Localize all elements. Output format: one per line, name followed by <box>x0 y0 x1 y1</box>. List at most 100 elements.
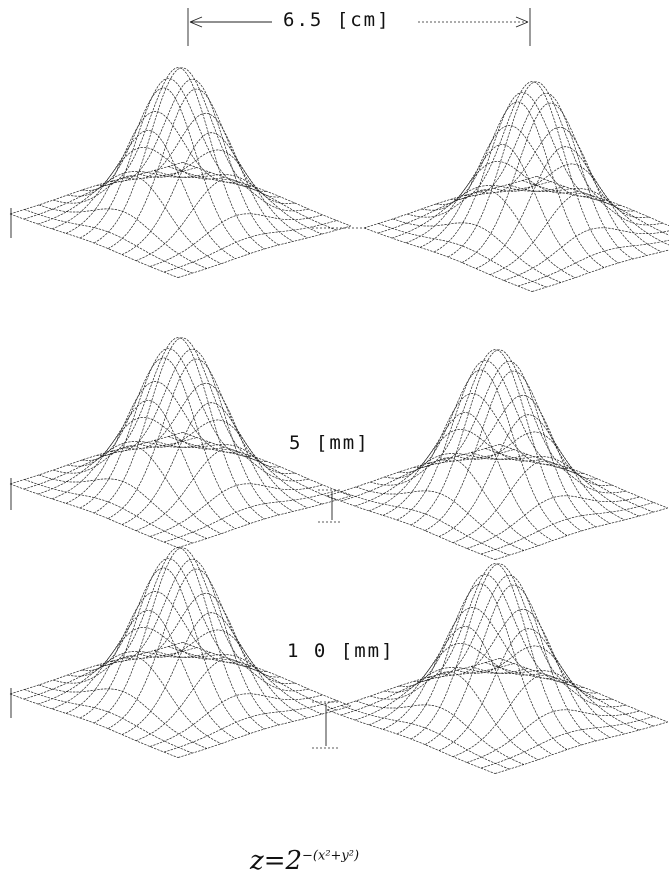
mesh-line <box>398 583 568 750</box>
mesh-line <box>81 567 251 734</box>
mesh-line <box>489 192 663 276</box>
mesh-line <box>168 166 337 231</box>
equation: z=2−(x²+y²) <box>250 846 359 876</box>
mesh-line <box>396 574 570 735</box>
mesh-line <box>391 185 565 239</box>
mesh-line <box>67 610 236 739</box>
mesh-line <box>149 693 323 747</box>
mesh-line <box>163 700 337 753</box>
mesh-line <box>79 348 253 509</box>
mesh-line <box>461 102 635 263</box>
mesh-line <box>398 369 568 536</box>
mesh-line <box>384 412 553 541</box>
arrowhead <box>189 16 203 23</box>
mesh-line <box>485 448 654 513</box>
mesh-line <box>9 431 183 485</box>
mesh-line <box>9 213 179 278</box>
surface-mesh-6 <box>326 563 668 774</box>
mesh-line <box>38 684 207 749</box>
mesh-line <box>121 132 295 255</box>
mesh-line <box>438 414 612 537</box>
mesh-line <box>121 402 295 525</box>
mesh-line <box>382 607 556 730</box>
mesh-line <box>517 239 669 287</box>
mesh-line <box>424 370 598 531</box>
mesh-line <box>38 474 207 539</box>
mesh-line <box>475 146 649 269</box>
mesh-line <box>9 161 183 215</box>
surface-mesh-4 <box>326 349 668 560</box>
mesh-line <box>163 220 337 273</box>
surface-mesh-2 <box>363 81 669 292</box>
mesh-line <box>447 81 621 258</box>
mesh-line <box>410 349 584 526</box>
separation-label: 6.5 [cm] <box>279 9 395 31</box>
mesh-line <box>396 360 570 521</box>
mesh-line <box>96 547 265 730</box>
mesh-line <box>355 486 524 551</box>
mesh-line <box>354 667 528 721</box>
mesh-line <box>79 78 253 239</box>
mesh-line <box>96 67 265 250</box>
arrowhead <box>515 16 529 23</box>
mesh-line <box>466 495 640 549</box>
mesh-line <box>93 547 267 724</box>
mesh-line <box>452 674 626 758</box>
mesh-line <box>93 67 267 244</box>
mesh-line <box>67 130 236 259</box>
mesh-line <box>494 721 668 774</box>
mesh-line <box>149 483 323 537</box>
arrowhead <box>515 21 529 28</box>
surface-mesh-3 <box>9 337 351 548</box>
mesh-line <box>405 160 579 244</box>
mesh-line <box>182 431 351 497</box>
mesh-line <box>121 612 295 735</box>
mesh-line <box>392 218 561 283</box>
mesh-line <box>480 502 654 555</box>
mesh-line <box>536 175 669 227</box>
mesh-line <box>67 400 236 529</box>
mesh-line <box>438 628 612 751</box>
mesh-line <box>470 452 640 517</box>
mesh-line <box>149 213 323 267</box>
equation-exponent: −(x²+y²) <box>302 848 360 864</box>
mesh-line <box>363 227 533 292</box>
mesh-line <box>51 626 225 710</box>
mesh-line <box>37 441 211 495</box>
mesh-line <box>107 568 281 729</box>
mesh-line <box>37 651 211 705</box>
mesh-line <box>107 358 281 519</box>
mesh-line <box>65 591 239 714</box>
equation-base: z=2 <box>250 846 303 876</box>
mesh-line <box>107 88 281 249</box>
mesh-line <box>410 563 584 740</box>
mesh-line <box>135 658 309 742</box>
mesh-line <box>163 490 337 543</box>
mesh-line <box>326 709 496 774</box>
mesh-line <box>413 349 582 532</box>
mesh-line <box>433 92 607 253</box>
mesh-line <box>65 111 239 234</box>
mesh-line <box>503 227 669 281</box>
mesh-line <box>363 175 537 229</box>
mesh-line <box>135 178 309 262</box>
mesh-line <box>368 642 542 726</box>
mesh-line <box>9 641 183 695</box>
mesh-line <box>485 662 654 727</box>
mesh-line <box>450 81 619 264</box>
mesh-line <box>326 657 500 711</box>
mesh-line <box>182 161 351 227</box>
mesh-line <box>182 641 351 707</box>
mesh-line <box>494 507 668 560</box>
offset-label-10mm: 1 0 [mm] <box>283 640 399 662</box>
mesh-line <box>93 337 267 514</box>
mesh-line <box>51 146 225 230</box>
arrowhead <box>189 21 203 28</box>
mesh-line <box>531 249 669 292</box>
offset-label-5mm: 5 [mm] <box>285 432 374 454</box>
surface-mesh-1 <box>9 67 351 278</box>
mesh-line <box>81 87 251 254</box>
mesh-line <box>419 125 593 248</box>
